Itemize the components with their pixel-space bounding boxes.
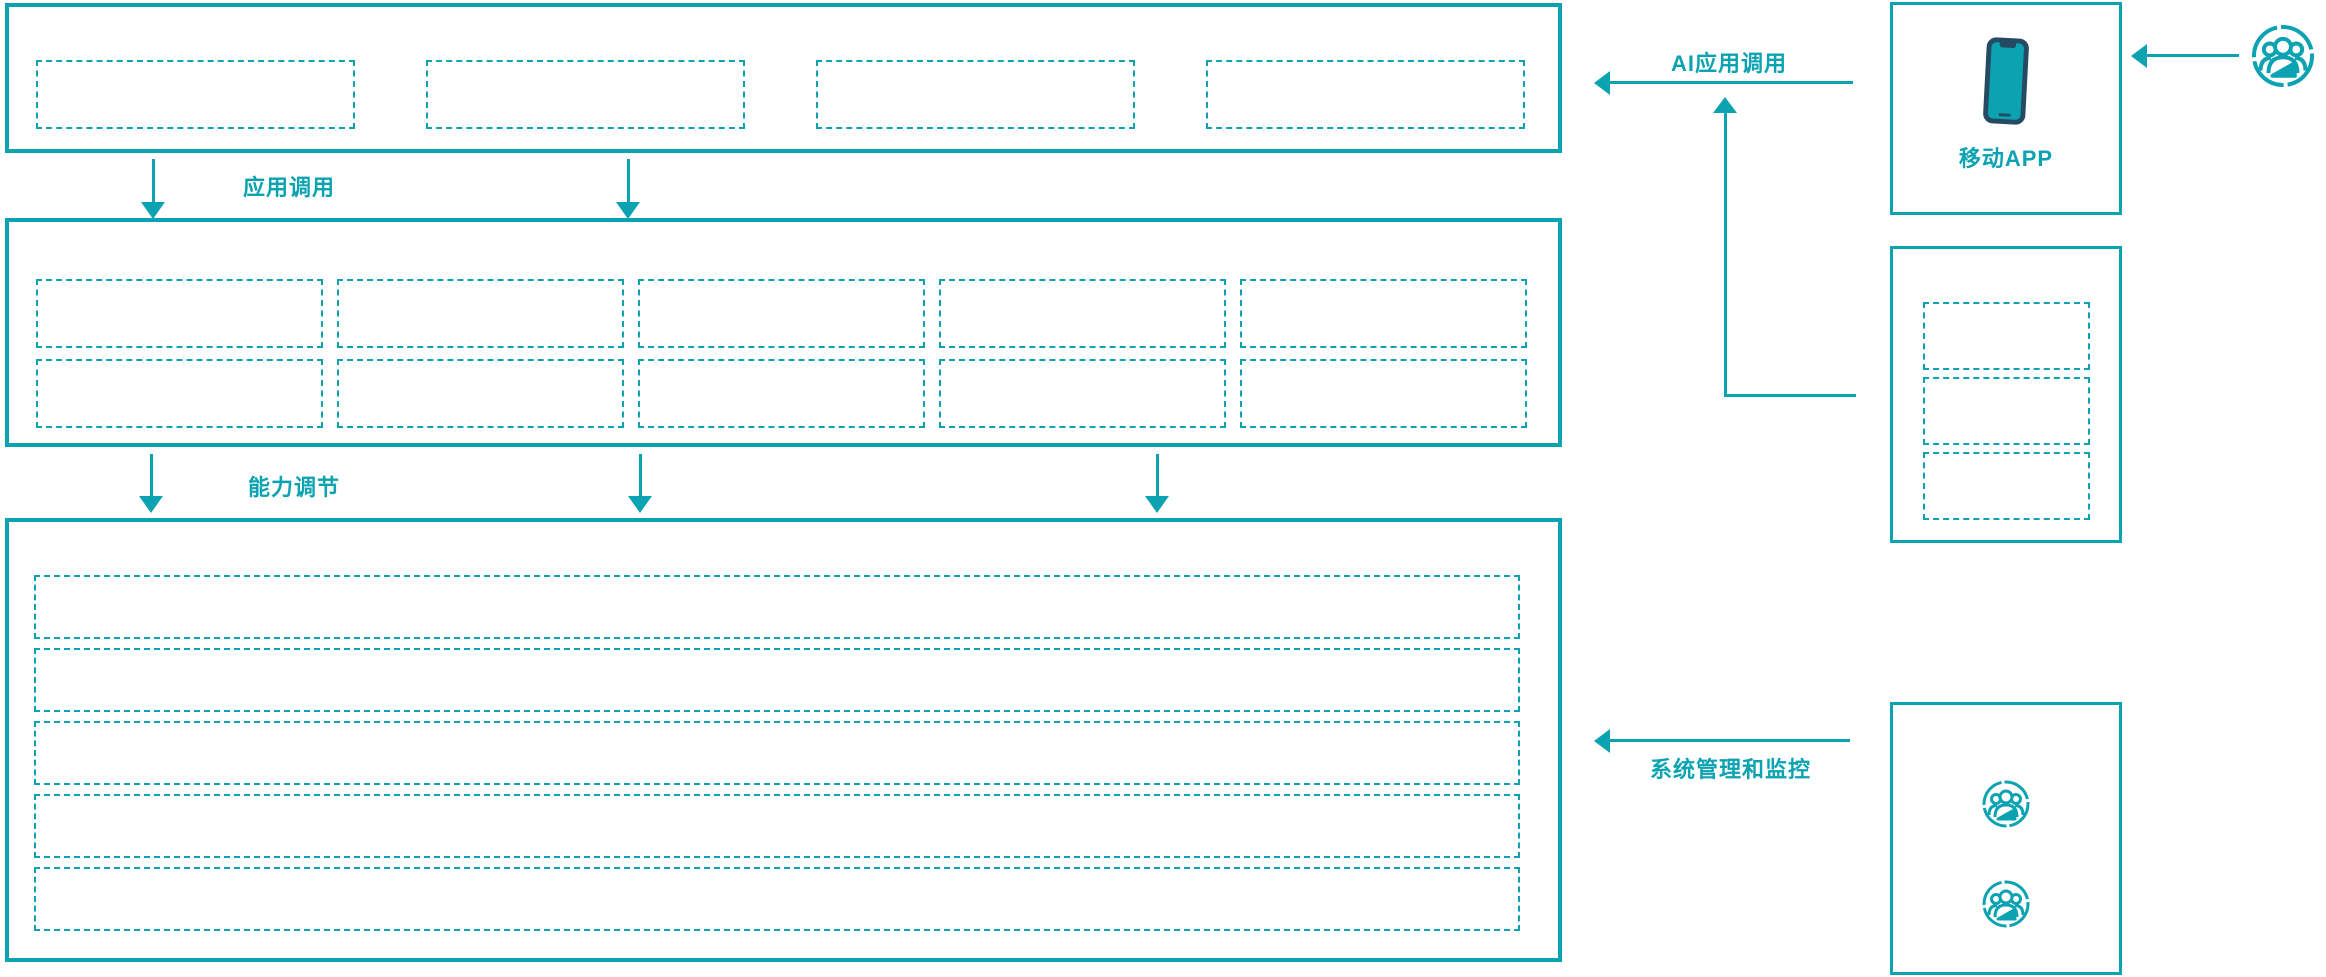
- capability-label: 能力调节: [248, 475, 341, 500]
- platform-placeholder-row: [34, 648, 1520, 712]
- platform-placeholder-row: [34, 575, 1520, 639]
- users-icon: [1982, 880, 2030, 928]
- app-layer-box: [5, 3, 1562, 153]
- capability-placeholder-box: [1240, 359, 1527, 428]
- capability-placeholder-box: [36, 279, 323, 348]
- app-placeholder-box: [426, 60, 745, 129]
- capability-layer-box: [5, 218, 1562, 447]
- gateway-placeholder-box: [1922, 302, 2090, 370]
- monitor-panel: [1890, 702, 2122, 975]
- mobile-app-panel: 移动APP: [1890, 2, 2122, 215]
- capability-placeholder-box: [638, 279, 925, 348]
- platform-placeholder-row: [34, 867, 1520, 931]
- users-icon: [2251, 24, 2315, 88]
- capability-placeholder-box: [1240, 279, 1527, 348]
- ai-app-call-label: AI应用调用: [1671, 51, 1788, 76]
- app-placeholder-box: [36, 60, 355, 129]
- capability-placeholder-box: [939, 279, 1226, 348]
- capability-placeholder-box: [36, 359, 323, 428]
- capability-placeholder-box: [939, 359, 1226, 428]
- platform-placeholder-row: [34, 794, 1520, 858]
- app-placeholder-box: [1206, 60, 1525, 129]
- users-icon: [1982, 780, 2030, 828]
- app-call-label: 应用调用: [243, 175, 336, 200]
- capability-placeholder-box: [337, 279, 624, 348]
- gateway-placeholder-box: [1922, 377, 2090, 445]
- external-user: [2250, 23, 2316, 89]
- gateway-panel: [1890, 246, 2122, 543]
- platform-placeholder-row: [34, 721, 1520, 785]
- platform-layer-box: [5, 518, 1562, 962]
- smartphone-icon: [1983, 37, 2029, 125]
- capability-placeholder-box: [337, 359, 624, 428]
- system-monitor-label: 系统管理和监控: [1650, 757, 1812, 782]
- mobile-app-label: 移动APP: [1958, 146, 2054, 171]
- capability-placeholder-box: [638, 359, 925, 428]
- gateway-placeholder-box: [1922, 452, 2090, 520]
- app-placeholder-box: [816, 60, 1135, 129]
